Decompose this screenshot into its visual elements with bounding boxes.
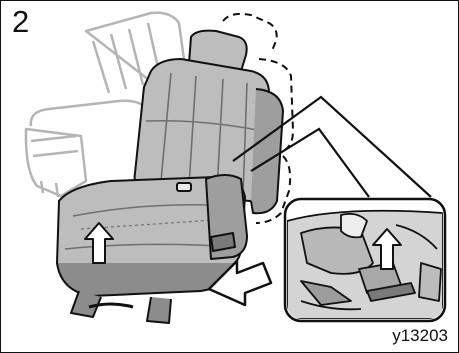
figure-reference-code: y13203 xyxy=(392,326,448,346)
step-number: 2 xyxy=(12,4,29,40)
recline-lever xyxy=(211,233,235,251)
belt-buckle xyxy=(177,183,191,191)
lever-detail-inset xyxy=(285,199,445,321)
